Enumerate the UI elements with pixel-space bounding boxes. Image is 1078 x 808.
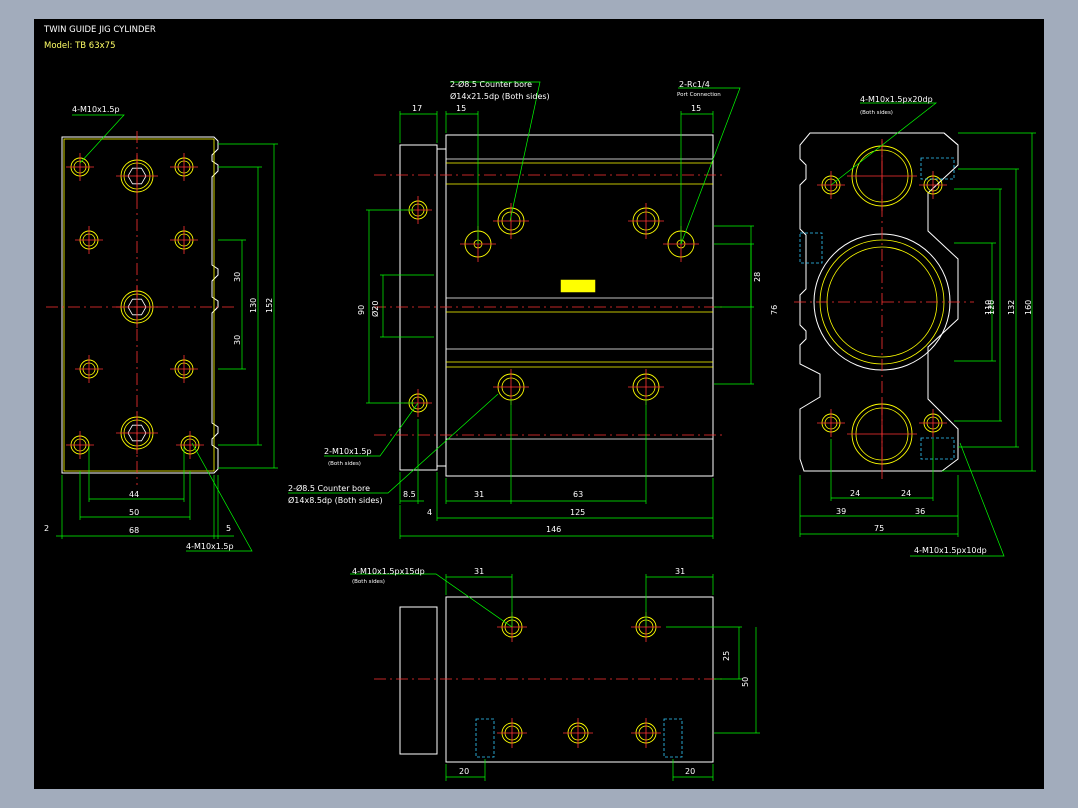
dim-24a: 24 bbox=[850, 489, 860, 498]
bottom-view-holes bbox=[497, 612, 661, 748]
dim-15b: 15 bbox=[691, 104, 701, 113]
dim-146: 146 bbox=[546, 525, 561, 534]
dim-76: 76 bbox=[770, 305, 779, 315]
dim-110: 110 bbox=[984, 300, 993, 315]
dim-20b: 20 bbox=[685, 767, 695, 776]
dim-5: 5 bbox=[226, 524, 231, 533]
callout-bottom-left-holes: 4-M10x1.5p bbox=[186, 542, 234, 551]
drawing-model: Model: TB 63x75 bbox=[44, 41, 115, 51]
callout-bottom-holes-1: 4-M10x1.5px15dp bbox=[352, 567, 425, 576]
callout-counter-bore-top-1: 2-Ø8.5 Counter bore bbox=[450, 79, 532, 89]
hole bbox=[170, 226, 198, 254]
dim-132: 132 bbox=[1007, 300, 1016, 315]
dim-152: 152 bbox=[265, 298, 274, 313]
hole bbox=[116, 412, 158, 454]
dim-25: 25 bbox=[722, 651, 731, 661]
hole bbox=[628, 203, 664, 239]
right-view: 110 120 132 160 24 24 39 36 75 4-M10x1.5… bbox=[794, 95, 1036, 557]
cad-viewport[interactable]: TWIN GUIDE JIG CYLINDER Model: TB 63x75 … bbox=[34, 19, 1044, 789]
dim-90: 90 bbox=[357, 305, 366, 315]
callout-front-holes-2: (Both sides) bbox=[328, 461, 361, 467]
dim-125: 125 bbox=[570, 508, 585, 517]
dim-160: 160 bbox=[1024, 300, 1033, 315]
hole bbox=[176, 431, 204, 459]
cad-drawing: TWIN GUIDE JIG CYLINDER Model: TB 63x75 … bbox=[43, 25, 1036, 781]
hole bbox=[919, 171, 947, 199]
left-view: 152 130 30 30 44 50 68 2 5 4-M10x1.5p 4-… bbox=[44, 105, 278, 552]
hole bbox=[631, 718, 661, 748]
callout-right-bottom: 4-M10x1.5px10dp bbox=[914, 546, 987, 555]
callout-counter-bore-bot-2: Ø14x8.5dp (Both sides) bbox=[288, 495, 383, 505]
dim-68: 68 bbox=[129, 526, 139, 535]
right-view-holes bbox=[817, 141, 947, 469]
hole bbox=[66, 431, 94, 459]
hole bbox=[497, 718, 527, 748]
callout-side-holes-1: 4-M10x1.5px20dp bbox=[860, 95, 933, 104]
dim-31a: 31 bbox=[474, 567, 484, 576]
dim-17: 17 bbox=[412, 104, 422, 113]
dim-50b: 50 bbox=[741, 677, 750, 687]
dim-63: 63 bbox=[573, 490, 583, 499]
hole bbox=[116, 155, 158, 197]
hole bbox=[75, 355, 103, 383]
dim-4: 4 bbox=[427, 508, 432, 517]
hole bbox=[817, 409, 845, 437]
dim-31b: 31 bbox=[675, 567, 685, 576]
callout-counter-bore-top-2: Ø14x21.5dp (Both sides) bbox=[450, 91, 550, 101]
callout-front-holes-1: 2-M10x1.5p bbox=[324, 447, 372, 456]
hole bbox=[847, 399, 917, 469]
dim-15a: 15 bbox=[456, 104, 466, 113]
dim-130: 130 bbox=[249, 298, 258, 313]
dim-44: 44 bbox=[129, 490, 139, 499]
hole bbox=[847, 141, 917, 211]
drawing-title: TWIN GUIDE JIG CYLINDER bbox=[43, 25, 156, 35]
hole bbox=[563, 718, 593, 748]
dim-20: Ø20 bbox=[370, 301, 380, 317]
callout-port-1: 2-Rc1/4 bbox=[679, 80, 710, 89]
dim-2: 2 bbox=[44, 524, 49, 533]
hole bbox=[66, 153, 94, 181]
dim-30b: 30 bbox=[233, 335, 242, 345]
hole bbox=[116, 286, 158, 328]
hole bbox=[493, 203, 529, 239]
hole bbox=[170, 153, 198, 181]
hole bbox=[919, 409, 947, 437]
callout-port-2: Port Connection bbox=[677, 92, 721, 98]
dim-30a: 30 bbox=[233, 272, 242, 282]
front-view: 17 15 15 90 Ø20 28 76 8.5 31 63 bbox=[288, 79, 779, 539]
dim-50: 50 bbox=[129, 508, 139, 517]
dim-39: 39 bbox=[836, 507, 846, 516]
dim-31: 31 bbox=[474, 490, 484, 499]
dim-75: 75 bbox=[874, 524, 884, 533]
callout-counter-bore-bot-1: 2-Ø8.5 Counter bore bbox=[288, 483, 370, 493]
dim-28: 28 bbox=[753, 272, 762, 282]
front-view-holes bbox=[404, 196, 699, 417]
dim-20a: 20 bbox=[459, 767, 469, 776]
dim-8-5: 8.5 bbox=[403, 490, 416, 499]
dim-24b: 24 bbox=[901, 489, 911, 498]
callout-side-holes-2: (Both sides) bbox=[860, 110, 893, 116]
bottom-view: 31 31 25 50 20 20 4-M10x1.5px15dp (Both … bbox=[350, 567, 760, 781]
hole bbox=[170, 355, 198, 383]
hole bbox=[75, 226, 103, 254]
dim-36: 36 bbox=[915, 507, 925, 516]
left-view-holes bbox=[66, 153, 204, 459]
callout-bottom-holes-2: (Both sides) bbox=[352, 579, 385, 585]
dim-120: 120 bbox=[987, 300, 996, 315]
callout-top-left-holes: 4-M10x1.5p bbox=[72, 105, 120, 114]
